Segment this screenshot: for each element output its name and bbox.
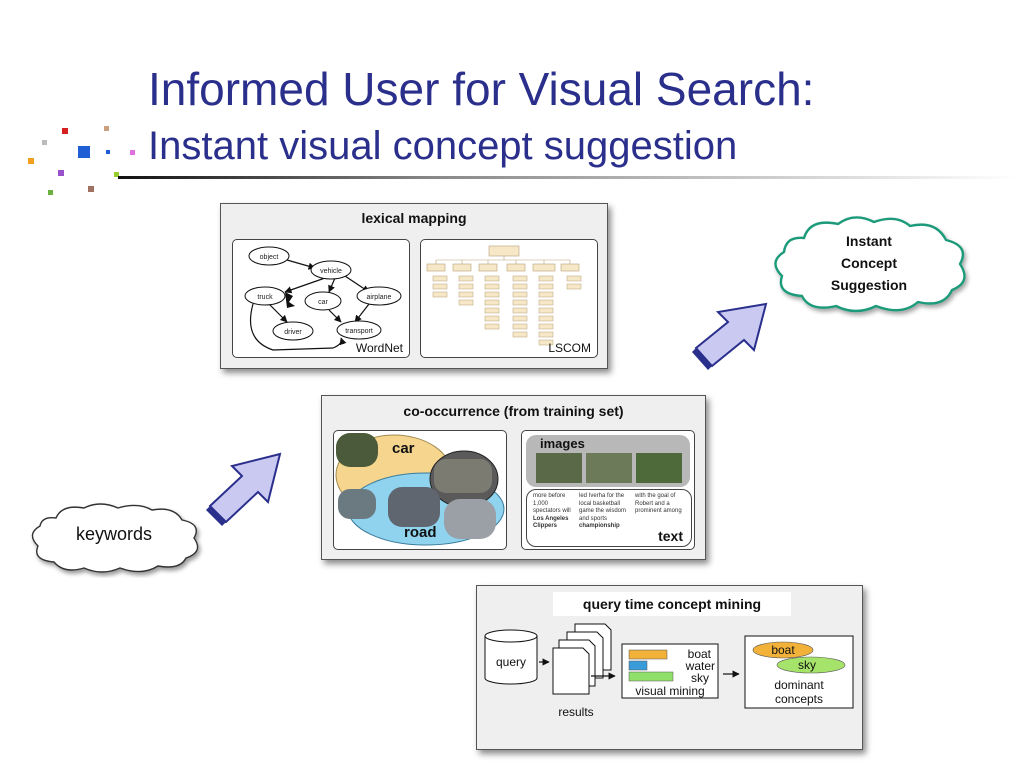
bar-sky <box>628 671 674 682</box>
lscom-leaf <box>484 299 500 306</box>
text-label: text <box>658 528 683 544</box>
keywords-cloud: keywords <box>31 503 199 573</box>
wordnet-label: WordNet <box>356 341 404 355</box>
dominant-sky: sky <box>798 658 816 672</box>
documents-icon <box>552 623 612 695</box>
cooccurrence-panel: co-occurrence (from training set) car ro… <box>321 395 706 560</box>
lscom-leaf <box>512 275 528 282</box>
lscom-leaf <box>566 275 582 282</box>
concept-boat: boat <box>688 647 712 661</box>
lscom-leaf <box>484 291 500 298</box>
cooccurrence-title: co-occurrence (from training set) <box>403 403 624 419</box>
concept-water: water <box>685 659 715 673</box>
lscom-leaf <box>512 291 528 298</box>
lscom-leaf <box>432 291 448 298</box>
wordnet-node-car: car <box>318 299 328 306</box>
lscom-leaf <box>432 283 448 290</box>
lscom-leaf <box>512 315 528 322</box>
slide-subtitle: Instant visual concept suggestion <box>148 124 738 168</box>
wordnet-node-transport: transport <box>345 328 373 335</box>
edge-marker-icon <box>285 292 295 308</box>
lscom-leaf <box>538 315 554 322</box>
lscom-leaf <box>538 339 554 346</box>
lscom-label: LSCOM <box>548 341 591 355</box>
lscom-leaf <box>538 291 554 298</box>
image-thumbnail <box>636 453 682 483</box>
lscom-leaf <box>538 307 554 314</box>
wordnet-node-airplane: airplane <box>367 294 392 301</box>
wordnet-node-object: object <box>260 254 279 261</box>
images-group: images <box>526 435 690 487</box>
arrow-icon <box>206 452 282 526</box>
wordnet-node-truck: truck <box>257 294 273 301</box>
lscom-leaf <box>484 315 500 322</box>
lscom-tree: LSCOM <box>426 245 591 355</box>
lscom-leaf <box>458 283 474 290</box>
lscom-leaf <box>538 299 554 306</box>
query-label: query <box>496 655 526 669</box>
lscom-leaf <box>484 323 500 330</box>
visual-mining-label: visual mining <box>635 684 704 698</box>
lscom-leaf <box>512 323 528 330</box>
dominant-boat: boat <box>771 643 795 657</box>
lscom-leaf <box>512 331 528 338</box>
lscom-leaf <box>484 275 500 282</box>
wordnet-node-vehicle: vehicle <box>320 268 342 275</box>
results-label: results <box>558 705 593 719</box>
database-icon <box>484 629 538 685</box>
venn-label-road: road <box>404 524 437 541</box>
images-label: images <box>540 436 585 451</box>
lscom-leaf <box>512 299 528 306</box>
arrow-icon <box>692 302 768 370</box>
suggestion-cloud: Instant Concept Suggestion <box>774 216 966 313</box>
bar-boat <box>628 649 668 660</box>
venn-diagram: car road <box>335 433 505 546</box>
lscom-leaf <box>538 323 554 330</box>
concept-mining-panel: query time concept mining query results … <box>476 585 863 750</box>
lscom-leaf <box>538 275 554 282</box>
concept-mining-title: query time concept mining <box>582 596 762 612</box>
lscom-leaf <box>538 283 554 290</box>
bar-water <box>628 660 648 671</box>
suggestion-line1: Instant <box>846 233 892 249</box>
lscom-box: LSCOM <box>420 239 598 358</box>
wordnet-node-driver: driver <box>284 329 302 336</box>
image-thumbnail <box>586 453 632 483</box>
venn-label-car: car <box>392 440 415 457</box>
slide-title: Informed User for Visual Search: <box>148 63 815 115</box>
wordnet-graph: object vehicle truck car airplane driver… <box>244 246 404 355</box>
lscom-leaf <box>484 283 500 290</box>
lscom-leaf <box>458 299 474 306</box>
suggestion-line3: Suggestion <box>831 277 907 293</box>
dominant-line2: concepts <box>775 692 823 706</box>
concept-mining-flow: query results boat water sky visual mini… <box>484 623 854 719</box>
lscom-leaf <box>484 307 500 314</box>
venn-box: car road <box>333 430 507 550</box>
lexical-mapping-panel: lexical mapping <box>220 203 608 369</box>
dominant-line1: dominant <box>774 678 824 692</box>
lscom-leaf <box>512 283 528 290</box>
wordnet-box: object vehicle truck car airplane driver… <box>232 239 410 358</box>
lscom-leaf <box>458 275 474 282</box>
lscom-leaf <box>512 307 528 314</box>
title-underline <box>118 176 1018 179</box>
lexical-mapping-title: lexical mapping <box>361 210 467 226</box>
suggestion-line2: Concept <box>841 255 897 271</box>
image-thumbnail <box>536 453 582 483</box>
lscom-leaf <box>538 331 554 338</box>
concept-sky: sky <box>691 671 709 685</box>
lscom-leaf <box>566 283 582 290</box>
lscom-leaf <box>458 291 474 298</box>
concept-mining-title-box: query time concept mining <box>553 592 791 616</box>
lscom-leaf <box>432 275 448 282</box>
keywords-label: keywords <box>76 524 152 544</box>
